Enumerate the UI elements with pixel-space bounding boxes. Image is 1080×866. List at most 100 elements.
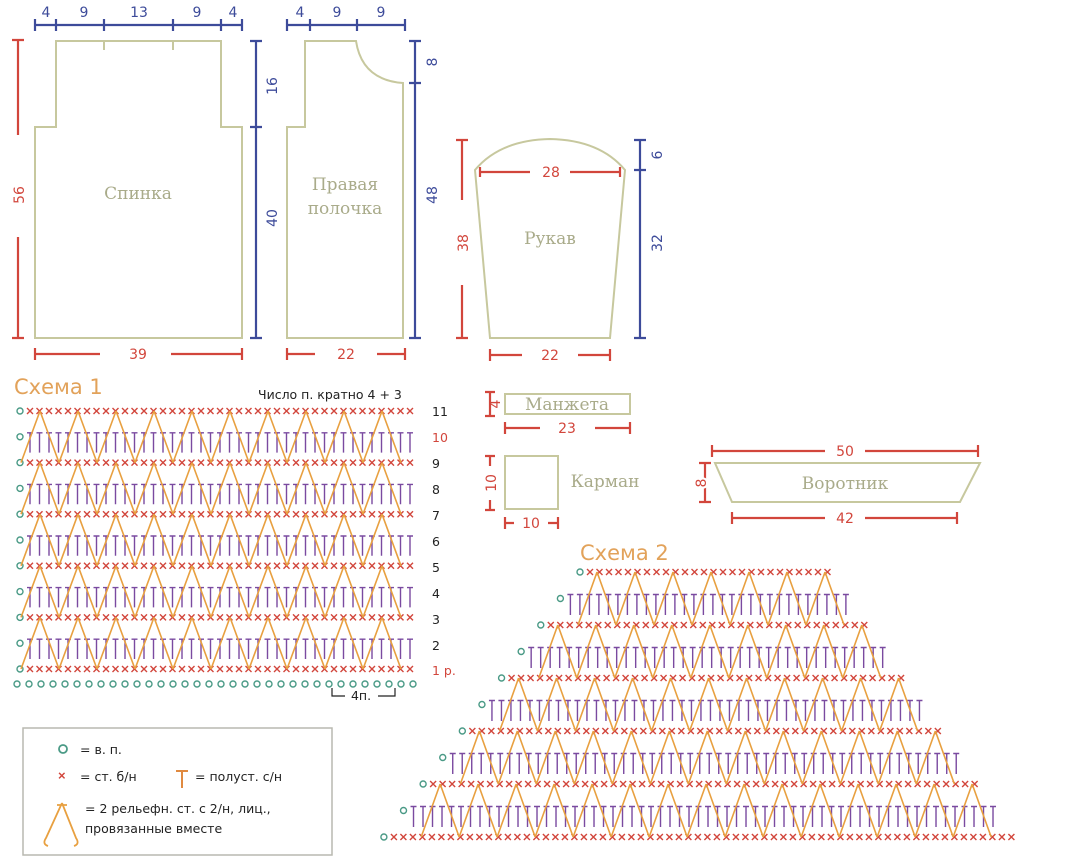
stitch-hdc [74,483,81,505]
stitch-relief [767,571,807,626]
stitch-relief [877,730,918,785]
stitch-hdc [302,432,309,453]
stitch-sc [311,459,319,467]
stitch-sc [703,833,711,841]
stitch-sc [387,665,395,673]
stitch-hdc [359,432,366,453]
stitch-sc [292,613,300,621]
row-number: 5 [432,560,440,575]
dim: 4 [296,5,305,21]
stitch-sc [734,727,742,735]
stitch-relief [210,617,250,670]
stitch-hdc [420,805,427,827]
stitch-sc [536,674,544,682]
stitch-relief [878,677,919,732]
stitch-hdc [226,483,233,505]
stitch-chain [16,639,24,647]
stitch-chain [121,680,129,688]
row-number: 4 [432,586,440,601]
stitch-hdc [709,593,716,615]
stitch-hdc [55,483,62,505]
stitch-hdc [321,638,328,659]
stitch-sc [585,621,593,629]
stitch-hdc [651,646,658,668]
stitch-hdc [821,699,828,721]
stitch-sc [102,510,110,518]
cross-icon: × [58,768,66,783]
stitch-sc [159,613,167,621]
stitch-chain [16,510,24,518]
stitch-sc [638,780,646,788]
stitch-sc [600,780,608,788]
stitch-sc [197,665,205,673]
stitch-hdc [668,752,675,774]
stitch-hdc [612,699,619,721]
stitch-relief [534,783,574,838]
stitch-sc [601,727,609,735]
stitch-sc [418,833,426,841]
stitch-hdc [283,483,290,505]
stitch-hdc [283,586,290,608]
stitch-sc [779,833,787,841]
stitch-sc [770,833,778,841]
stitch-sc [226,665,233,673]
stitch-sc [406,510,414,518]
stitch-chain [439,753,447,762]
stitch-sc [675,833,683,841]
dim: 4 [488,399,504,408]
stitch-sc [428,833,436,841]
stitch-relief [686,783,726,838]
stitch-hdc [535,752,542,774]
stitch-sc [45,407,53,415]
stitch-relief [496,783,536,838]
stitch-sc [140,562,148,570]
stitch-sc [368,665,376,673]
stitch-sc [121,562,129,570]
stitch-hdc [283,535,290,556]
stitch-sc [45,510,53,518]
stitch-hdc [458,805,465,827]
stitch-hdc [670,646,677,668]
stitch-sc [159,510,167,518]
stitch-hdc [359,586,366,608]
stitch-chain [399,806,408,815]
stitch-hdc [764,699,771,721]
stitch-relief [286,617,326,670]
stitch-sc [406,459,414,467]
stitch-hdc [131,638,138,659]
stitch-sc [869,674,877,682]
stitch-sc [26,510,34,518]
stitch-relief [248,410,288,463]
stitch-relief [615,571,655,626]
stitch-hdc [407,586,413,608]
stitch-relief [286,462,326,515]
stitch-relief [134,462,174,515]
stitch-hdc [449,752,456,774]
stitch-chain [16,536,24,544]
stitch-sc [562,780,570,788]
stitch-chain [517,647,525,656]
stitch-sc [349,407,357,415]
stitch-relief [172,617,212,670]
stitch-sc [905,727,913,735]
stitch-sc [846,833,854,841]
stitch-hdc [283,638,290,659]
dim-height: 56 [12,186,28,204]
stitch-sc [26,613,34,621]
stitch-relief [801,730,842,785]
stitch-relief [498,677,539,732]
stitch-sc [813,621,821,629]
stitch-chain [313,680,321,688]
stitch-hdc [264,432,271,453]
dim: 16 [265,77,281,95]
stitch-sc [121,510,129,518]
stitch-chain [253,680,261,688]
stitch-relief [725,730,766,785]
stitch-relief [838,783,878,838]
stitch-relief [96,513,136,567]
dim: 9 [377,5,386,21]
stitch-relief [763,730,804,785]
stitch-relief [248,565,288,618]
stitch-sc [368,613,376,621]
stitch-sc [615,568,622,576]
